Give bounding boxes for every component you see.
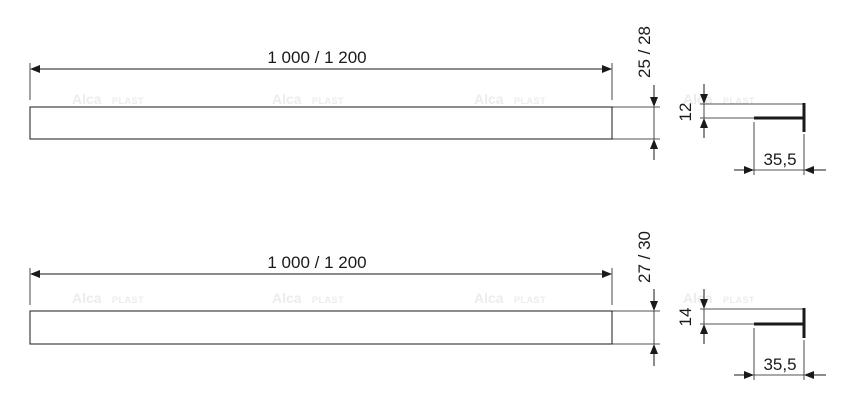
profile-width-label: 35,5 [763, 355, 796, 374]
profile-section: 14 35,5 [676, 289, 826, 380]
profile-width-label: 35,5 [763, 150, 796, 169]
profile-section: 12 35,5 [676, 84, 826, 175]
drawing-bottom: Alca PLAST Alca PLAST Alca PLAST Alca PL… [29, 231, 826, 380]
watermark-brand-sub: PLAST [514, 96, 546, 106]
length-label: 1 000 / 1 200 [267, 48, 366, 67]
watermark-brand: Alca [474, 290, 504, 306]
profile-height-label: 14 [676, 308, 695, 327]
strip-outline [29, 310, 613, 345]
watermark-group: Alca PLAST Alca PLAST Alca PLAST Alca PL… [72, 91, 755, 107]
watermark-brand-sub: PLAST [112, 96, 144, 106]
drawing-top: Alca PLAST Alca PLAST Alca PLAST Alca PL… [29, 26, 826, 175]
watermark-brand: Alca [272, 290, 302, 306]
watermark-brand: Alca [683, 290, 713, 306]
length-label: 1 000 / 1 200 [267, 253, 366, 272]
watermark-brand: Alca [72, 91, 102, 107]
watermark-brand-sub: PLAST [514, 295, 546, 305]
watermark-brand: Alca [474, 91, 504, 107]
watermark-brand: Alca [272, 91, 302, 107]
height-label: 27 / 30 [635, 231, 654, 283]
watermark-brand: Alca [72, 290, 102, 306]
watermark-brand-sub: PLAST [112, 295, 144, 305]
watermark-brand-sub: PLAST [723, 96, 755, 106]
profile-height-label: 12 [676, 103, 695, 122]
height-label: 25 / 28 [635, 26, 654, 78]
watermark-brand-sub: PLAST [312, 96, 344, 106]
watermark-brand-sub: PLAST [312, 295, 344, 305]
watermark-group: Alca PLAST Alca PLAST Alca PLAST Alca PL… [72, 290, 755, 306]
strip-outline [29, 106, 613, 140]
watermark-brand-sub: PLAST [723, 295, 755, 305]
